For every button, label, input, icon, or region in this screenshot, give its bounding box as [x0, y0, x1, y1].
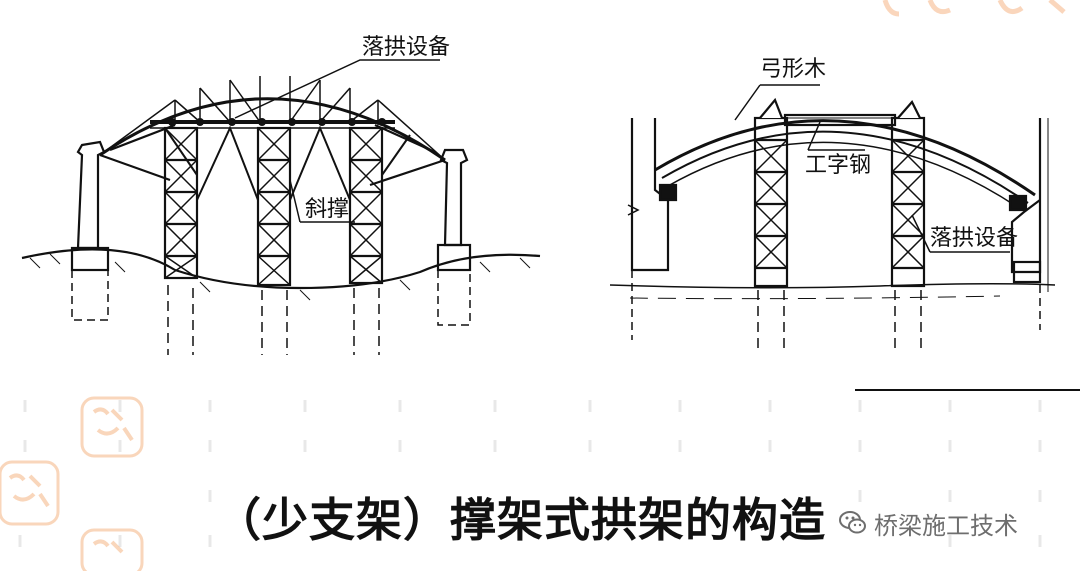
- right-tower-1: [753, 97, 789, 288]
- figure-caption: （少支架）撑架式拱架的构造: [215, 493, 826, 547]
- right-ibeam: [783, 113, 897, 127]
- left-pier-left: [70, 140, 110, 321]
- left-lowering-devices: [168, 118, 386, 126]
- right-label-ibeam: 工字钢: [805, 153, 871, 178]
- wechat-icon: [839, 511, 866, 534]
- right-arch-rib-outer: [654, 119, 1036, 197]
- left-label-lowering-device: 落拱设备: [362, 35, 450, 60]
- right-ground-line: [609, 282, 1056, 289]
- right-pier-right: [1008, 118, 1049, 330]
- left-ground-hatch: [29, 253, 531, 301]
- left-leader-mid: [289, 179, 355, 223]
- background-dash-pattern: [18, 400, 1042, 547]
- left-arch-top-chord: [99, 97, 446, 162]
- right-label-lowering-device: 落拱设备: [930, 226, 1018, 251]
- seal-stamp-2: [0, 460, 60, 526]
- left-pier-right: [436, 148, 472, 326]
- left-tower-3: [348, 126, 384, 285]
- watermark: 桥梁施工技术: [838, 506, 1018, 540]
- right-leader-lowering: [911, 214, 1010, 253]
- right-arch-centering: [609, 84, 1056, 350]
- left-diagonal-braces: [164, 125, 411, 201]
- left-arch-centering: [21, 59, 541, 355]
- right-leader-arch: [734, 84, 820, 121]
- seal-stamp-top: [882, 0, 1066, 17]
- right-pier-left: [627, 118, 678, 340]
- right-leader-ibeam: [807, 121, 865, 151]
- seal-stamp-3: [80, 528, 144, 571]
- seal-stamp-1: [80, 396, 144, 458]
- left-leader-top: [234, 59, 440, 119]
- left-ground-line: [21, 248, 541, 290]
- left-tower-1: [163, 126, 199, 280]
- watermark-text: 桥梁施工技术: [874, 511, 1018, 540]
- right-tower-2: [890, 100, 926, 288]
- left-label-diagonal-brace: 斜撑: [305, 197, 349, 222]
- right-label-arch-timber: 弓形木: [760, 57, 826, 82]
- left-tower-2: [256, 126, 292, 287]
